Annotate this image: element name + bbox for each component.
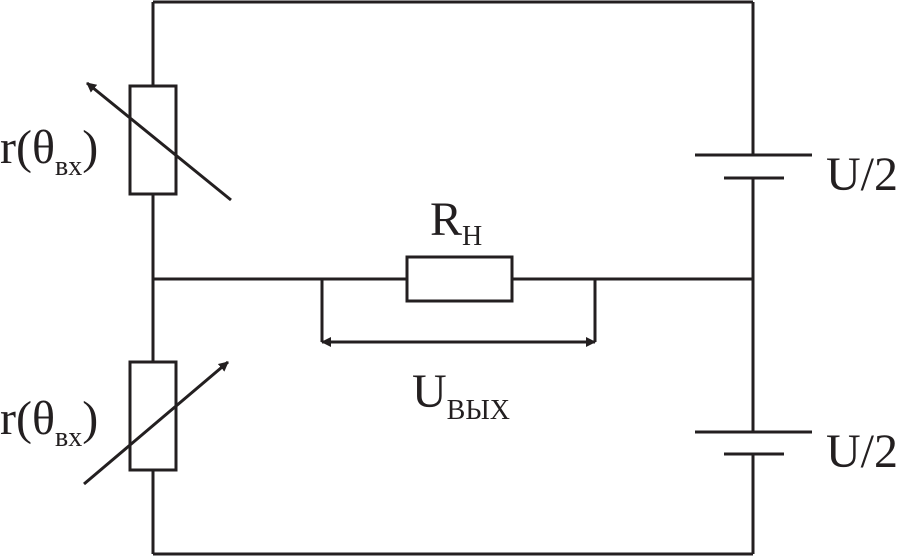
resistor-bottom-body	[128, 360, 178, 472]
resistor-top-body	[128, 84, 178, 196]
variable-resistor-bottom	[83, 360, 229, 486]
battery-bottom	[695, 430, 812, 456]
resistor-top-arrow	[86, 81, 232, 202]
output-voltage-label: UВЫХ	[412, 365, 510, 426]
battery-top	[695, 153, 812, 180]
battery-top-label: U/2	[826, 148, 898, 201]
load-resistor-label: RН	[430, 193, 482, 252]
battery-bottom-label: U/2	[826, 425, 898, 478]
output-voltage-indicator	[320, 279, 597, 347]
circuit-wires	[151, 0, 755, 556]
variable-resistor-top	[86, 81, 232, 202]
load-resistor	[405, 255, 514, 303]
resistor-top-label: r(θвх)	[0, 121, 98, 182]
resistor-bottom-label: r(θвх)	[0, 392, 98, 453]
resistor-bottom-arrow	[83, 360, 229, 486]
